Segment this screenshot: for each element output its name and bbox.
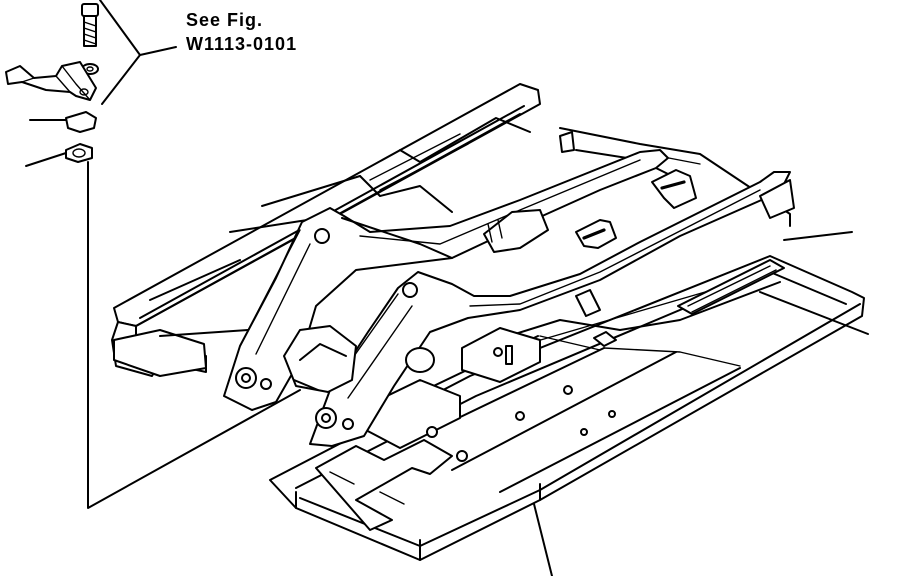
part-leader-bottom bbox=[533, 503, 553, 576]
revolving-frame bbox=[111, 83, 865, 561]
figure-reference-number: W1113-0101 bbox=[186, 34, 298, 54]
part-leader-right-middle bbox=[759, 291, 869, 335]
gasket-part bbox=[25, 143, 93, 167]
bracket-part bbox=[5, 61, 97, 101]
bolt-part bbox=[81, 3, 99, 47]
part-leader-right-upper bbox=[783, 231, 853, 241]
gasket-location-leader bbox=[87, 161, 301, 509]
cover-plate-part bbox=[29, 111, 97, 133]
figure-reference-label: See Fig. bbox=[186, 10, 264, 30]
figure-reference-leader bbox=[99, 0, 177, 105]
